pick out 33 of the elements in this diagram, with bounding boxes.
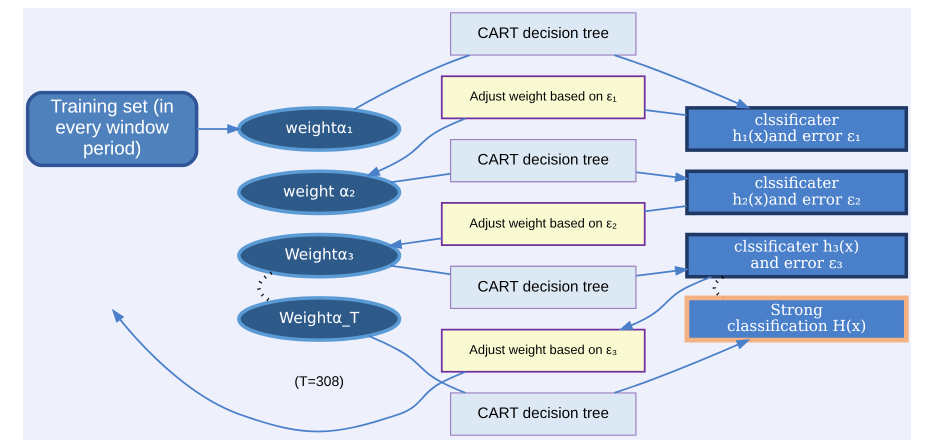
node-box: CART decision tree xyxy=(449,266,636,310)
node-ellipse: Weightα_T xyxy=(236,296,401,342)
connector xyxy=(644,109,686,116)
connector xyxy=(256,271,272,304)
arrow xyxy=(365,118,466,177)
node-box: CART decision tree xyxy=(449,12,636,56)
node-box: clssificater h₃(x) and error ε₃ xyxy=(684,232,908,279)
arrow xyxy=(196,124,241,134)
node-box: Adjust weight based on ε₂ xyxy=(440,202,646,246)
arrow xyxy=(614,339,750,394)
node-box: Strong classification H(x) xyxy=(684,296,908,342)
connector xyxy=(644,205,686,212)
connector xyxy=(712,276,724,300)
arrow xyxy=(618,276,712,330)
node-box: Training set (in every window period) xyxy=(25,90,198,168)
connector xyxy=(352,54,470,110)
node-box: clssificater h₂(x)and error ε₂ xyxy=(684,169,908,216)
node-ellipse: weight α₂ xyxy=(236,169,401,216)
arrow xyxy=(111,308,466,432)
arrow xyxy=(636,266,689,277)
node-box: Adjust weight based on ε₁ xyxy=(440,75,646,120)
connector xyxy=(367,334,466,394)
node-box: CART decision tree xyxy=(449,392,636,436)
node-box: CART decision tree xyxy=(449,138,636,182)
node-box: clssificater h₁(x)and error ε₁ xyxy=(684,106,908,152)
arrow xyxy=(636,171,689,182)
connector xyxy=(390,264,450,276)
connector xyxy=(390,172,450,184)
node-ellipse: weightα₁ xyxy=(236,106,401,152)
arrow xyxy=(387,237,442,249)
arrow xyxy=(614,54,750,109)
node-box: Adjust weight based on ε₃ xyxy=(440,328,646,373)
label: (T=308) xyxy=(294,373,344,389)
